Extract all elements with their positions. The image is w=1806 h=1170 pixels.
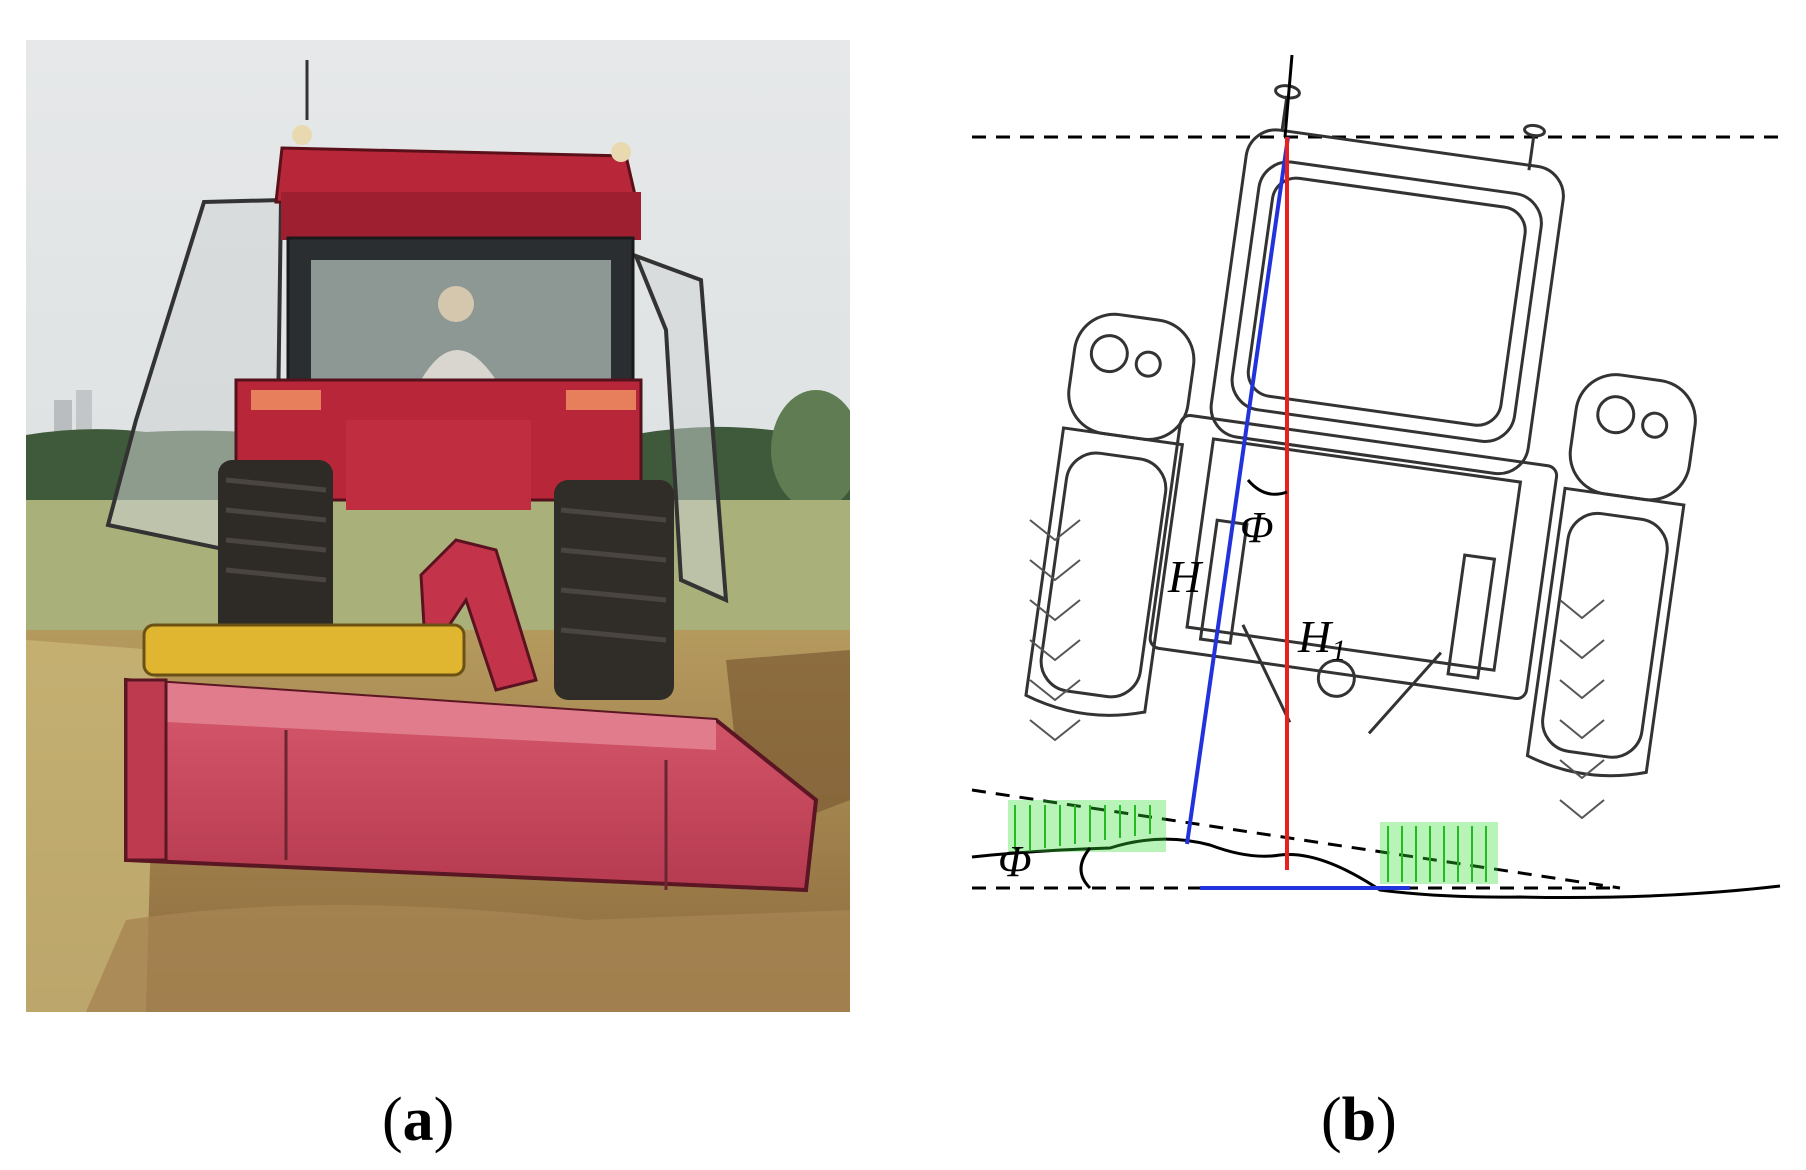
tractor-outline xyxy=(1024,84,1697,778)
caption-a-open: ( xyxy=(382,1086,403,1154)
phi-top-label: Φ xyxy=(1240,503,1274,552)
slope-line xyxy=(971,788,1621,890)
tractor-rear-schematic: Φ Φ H H1 xyxy=(960,40,1806,940)
h-label: H xyxy=(1167,551,1204,602)
caption-b: (b) xyxy=(1321,1085,1397,1156)
tilt-axis-line xyxy=(1185,136,1290,845)
caption-a-close: ) xyxy=(433,1086,455,1154)
tractor-photo xyxy=(26,40,850,1012)
tyre-treads xyxy=(1029,519,1605,820)
tractor-photo-svg xyxy=(26,40,850,1012)
tilt-axis-extension xyxy=(1283,54,1294,138)
caption-b-letter: b xyxy=(1341,1086,1377,1154)
caption-b-close: ) xyxy=(1376,1086,1397,1154)
caption-a: (a) xyxy=(382,1085,454,1156)
caption-b-open: ( xyxy=(1321,1086,1342,1154)
phi-bottom-label: Φ xyxy=(998,837,1032,886)
h1-base: H xyxy=(1297,611,1334,662)
tractor-schematic-svg: Φ Φ H H1 xyxy=(971,54,1784,900)
soil-patch-left xyxy=(1008,800,1166,852)
h1-label: H1 xyxy=(1297,611,1346,667)
caption-a-letter: a xyxy=(402,1086,434,1154)
angle-arc-bottom xyxy=(1079,847,1092,890)
soil-patch-right xyxy=(1380,822,1498,884)
angle-arc-top xyxy=(1246,479,1288,496)
h1-subscript: 1 xyxy=(1331,634,1346,667)
soil-profile xyxy=(971,837,1781,900)
